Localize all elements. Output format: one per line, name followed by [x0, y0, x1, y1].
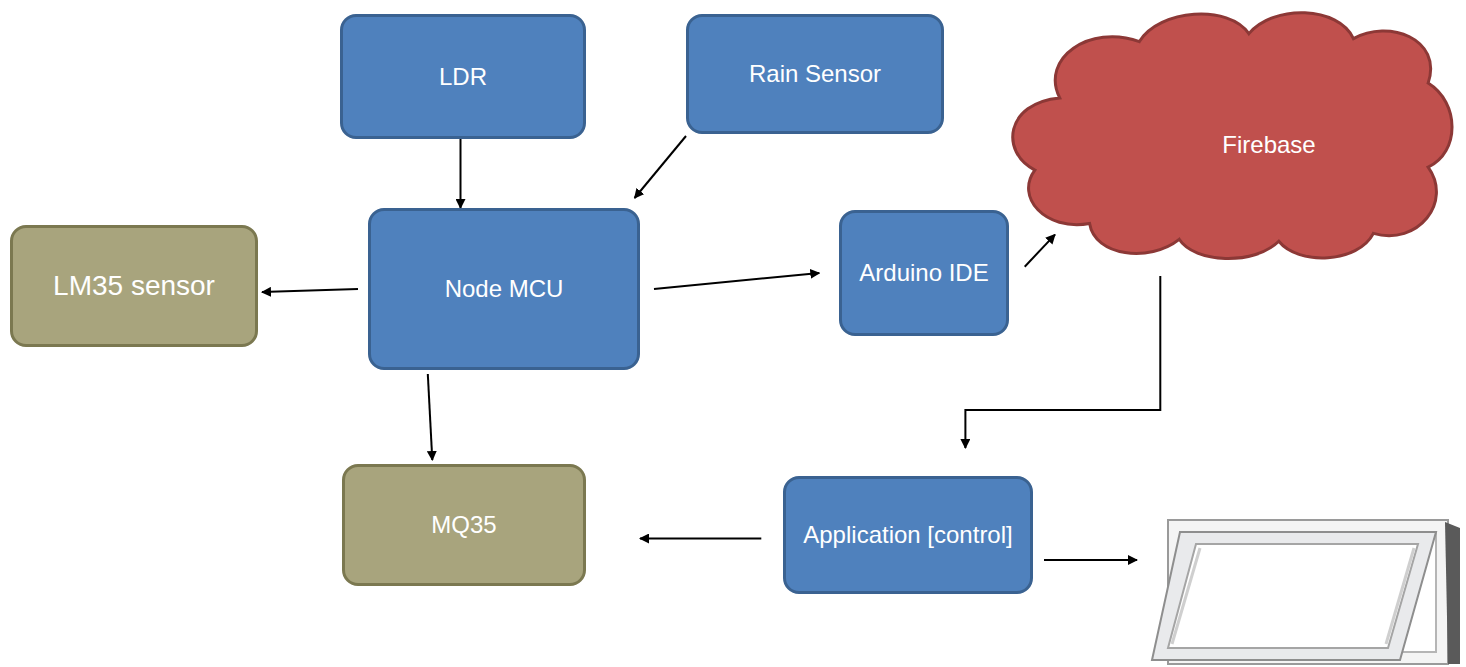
- arrow-connector: [654, 273, 819, 289]
- node-label: Arduino IDE: [851, 257, 996, 288]
- node-label: LM35 sensor: [45, 268, 223, 304]
- arrow-connector: [460, 139, 462, 208]
- software-box: Arduino IDE: [839, 210, 1008, 336]
- cloud-service: Firebase: [1000, 4, 1458, 266]
- node-label: Application [control]: [795, 519, 1020, 550]
- node-label: Node MCU: [437, 273, 572, 304]
- arrow-connector: [428, 374, 433, 460]
- arrow-connector: [1025, 235, 1055, 267]
- arrow-connector: [635, 136, 686, 198]
- sensor-box: Rain Sensor: [686, 14, 944, 134]
- sensor-box: LM35 sensor: [10, 225, 258, 347]
- arrow-connector: [640, 538, 761, 540]
- window-arrow: [1044, 559, 1137, 561]
- window-picture: [1152, 520, 1460, 664]
- node-label: MQ35: [423, 509, 504, 540]
- sensor-box: MQ35: [342, 464, 586, 586]
- node-label: Rain Sensor: [741, 58, 889, 89]
- node-label: LDR: [431, 61, 495, 92]
- node-label: Firebase: [1214, 129, 1323, 160]
- app-box: Application [control]: [783, 476, 1032, 594]
- sensor-box: LDR: [340, 14, 586, 139]
- arrow-connector: [262, 289, 358, 292]
- controller-box: Node MCU: [368, 208, 640, 370]
